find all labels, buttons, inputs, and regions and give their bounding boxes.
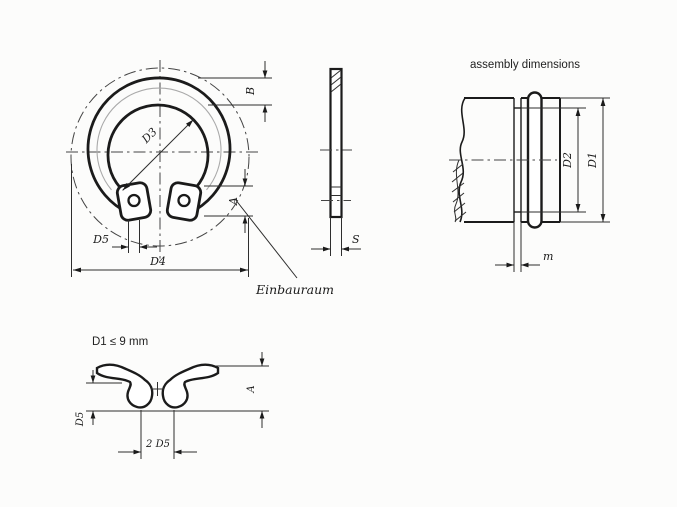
ring-inner-arc [106,103,210,202]
b-dimension: B [198,61,272,122]
d3-dimension-line [122,119,194,191]
label-b: B [244,87,257,96]
a-arrow-upper [242,178,248,186]
side-view: S [311,67,361,256]
shaft-outline [451,97,561,223]
lug-hole-right [177,193,191,208]
hatch-line [330,69,342,79]
d3-dimension: D3 [122,119,194,191]
d3-arrow-upper [186,119,194,127]
d2-dimension: D2 [521,107,586,213]
einbauraum-leader-line [234,198,298,279]
d1-dimension: D1 [560,97,610,223]
lug-hole-left [127,193,141,208]
d3-arrow-lower [122,183,130,191]
d5-detail-arrow-upper [90,375,96,383]
label-d1: D1 [586,152,599,169]
a-detail-arrow-lower [259,411,265,419]
b-arrow-upper [262,70,268,78]
d5-dimension-front: D5 [92,220,157,253]
shaft-break-line-inner [454,159,460,223]
label-m: m [543,250,553,263]
d2-arrow-upper [575,108,581,116]
label-a-detail: A [246,385,257,393]
a-detail-arrow-upper [259,358,265,366]
two-d5-arrow-left [133,449,141,455]
side-hatch [330,69,342,93]
d5-dimension-detail: D5 [75,370,96,427]
label-d4: D4 [149,255,166,268]
d5-arrow-left [121,244,129,250]
a-arrow-lower [242,216,248,224]
a-dimension-front: A [204,169,253,233]
hatch-line [451,172,464,183]
label-d2: D2 [561,152,574,169]
ring-eccentric-arc [96,87,222,191]
detail-condition: D1 ≤ 9 mm [92,336,148,348]
d4-arrow-left [73,267,81,273]
einbauraum-callout: Einbauraum [234,198,334,297]
d1-arrow-upper [600,98,606,106]
side-profile-rect [329,67,343,219]
m-arrow-left [506,262,514,268]
hatch-line [454,211,467,222]
a-dimension-detail: A [246,352,265,428]
detail-view: D1 ≤ 9 mm D5 A [75,336,269,459]
m-dimension: m [495,222,553,272]
two-d5-dimension: 2 D5 [118,410,197,459]
label-s: S [352,233,360,246]
d1-arrow-lower [600,214,606,222]
m-arrow-right [521,262,529,268]
front-view: D3 B A D [66,60,334,297]
s-dimension: S [311,217,361,256]
hatch-line [330,83,342,93]
hatch-line [451,182,465,193]
d5-detail-arrow-lower [90,411,96,419]
ring-outer-arc [86,76,232,215]
label-d5-front: D5 [92,233,109,246]
hatch-line [453,202,466,213]
label-two-d5: 2 D5 [145,439,170,450]
break-hatch [451,163,467,222]
detail-center-mark [151,382,164,396]
s-arrow-left [323,246,331,252]
d2-arrow-lower [575,204,581,212]
hatch-line [330,76,342,86]
detail-lug-left [95,363,154,409]
label-d5-detail: D5 [75,412,86,427]
label-a-front: A [227,197,240,206]
d4-arrow-right [240,267,248,273]
shaft-break-line [458,97,466,223]
label-d3: D3 [139,125,160,146]
label-einbauraum: Einbauraum [255,282,334,297]
hatch-line [452,163,464,173]
assembly-title: assembly dimensions [470,59,580,71]
d4-dimension: D4 [71,164,249,277]
detail-lug-right [161,363,220,409]
hatch-line [452,192,465,203]
s-arrow-right [341,246,349,252]
d5-arrow-right [139,244,147,250]
b-arrow-lower [262,105,268,113]
two-d5-arrow-right [174,449,182,455]
assembly-view: assembly dimensions [449,59,610,272]
